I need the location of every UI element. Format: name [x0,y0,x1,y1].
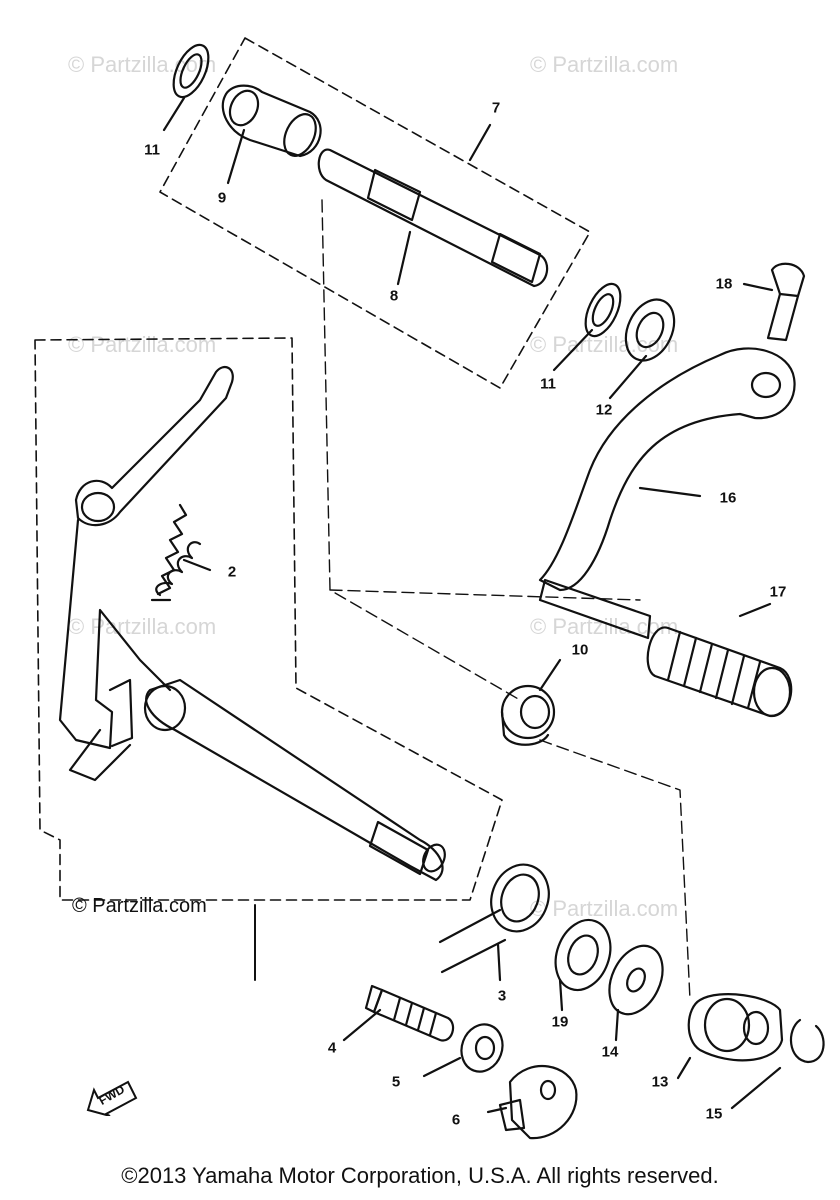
part-2-spring [155,541,202,597]
callout-6: 6 [451,1111,461,1129]
callout-13: 13 [651,1073,669,1091]
callout-2: 2 [227,563,237,581]
callout-8: 8 [389,287,399,305]
callout-3: 3 [497,987,507,1005]
part-16-shift-pedal [538,347,796,592]
part-4-stud [372,988,455,1042]
callout-14: 14 [601,1043,619,1061]
part-10-collar [500,684,556,740]
shift-arm-assembly [58,365,446,882]
watermark: © Partzilla.com [530,896,679,921]
callout-11: 11 [144,141,160,159]
callout-15: 15 [705,1105,723,1123]
part-19-seal [554,918,612,992]
part-11-washer [584,282,622,338]
callout-4: 4 [327,1039,337,1057]
part-15-circlip [789,1018,825,1064]
callout-12: 12 [595,401,613,419]
part-18-bolt [770,262,806,298]
watermark: © Partzilla.com [530,52,679,77]
part-13-bushing [687,993,784,1062]
callout-16: 16 [719,489,737,507]
callout-9: 9 [217,189,227,207]
alignment-line [539,739,691,1001]
watermark: © Partzilla.com [68,614,217,639]
part-6-stopper [508,1065,578,1140]
callout-11: 11 [540,375,556,393]
forward-arrow-icon [86,1080,138,1116]
part-12-seal [624,298,676,362]
callout-19: 19 [551,1013,569,1031]
alignment-line [329,589,641,601]
callout-7: 7 [491,99,501,117]
part-11-washer-inner [179,53,203,89]
part-8-shaft [317,148,549,288]
watermark: © Partzilla.com [68,332,217,357]
part-5-nut [460,1023,504,1073]
copyright-notice: ©2013 Yamaha Motor Corporation, U.S.A. A… [121,1163,719,1188]
part-9-collar-bore [228,89,260,127]
callout-17: 17 [769,583,787,601]
part-11-washer [172,43,210,99]
part-14-washer [608,944,664,1016]
part-9-collar [221,84,322,158]
part-17-rubber [646,626,793,718]
alignment-line [321,199,521,701]
callout-18: 18 [715,275,733,293]
callout-5: 5 [391,1073,401,1091]
callout-10: 10 [571,641,589,659]
part-3-return-spring [438,863,550,974]
group-boundary-shift-arm [34,337,503,901]
group-boundary-7 [159,37,591,389]
partzilla-credit: © Partzilla.com [72,895,207,917]
